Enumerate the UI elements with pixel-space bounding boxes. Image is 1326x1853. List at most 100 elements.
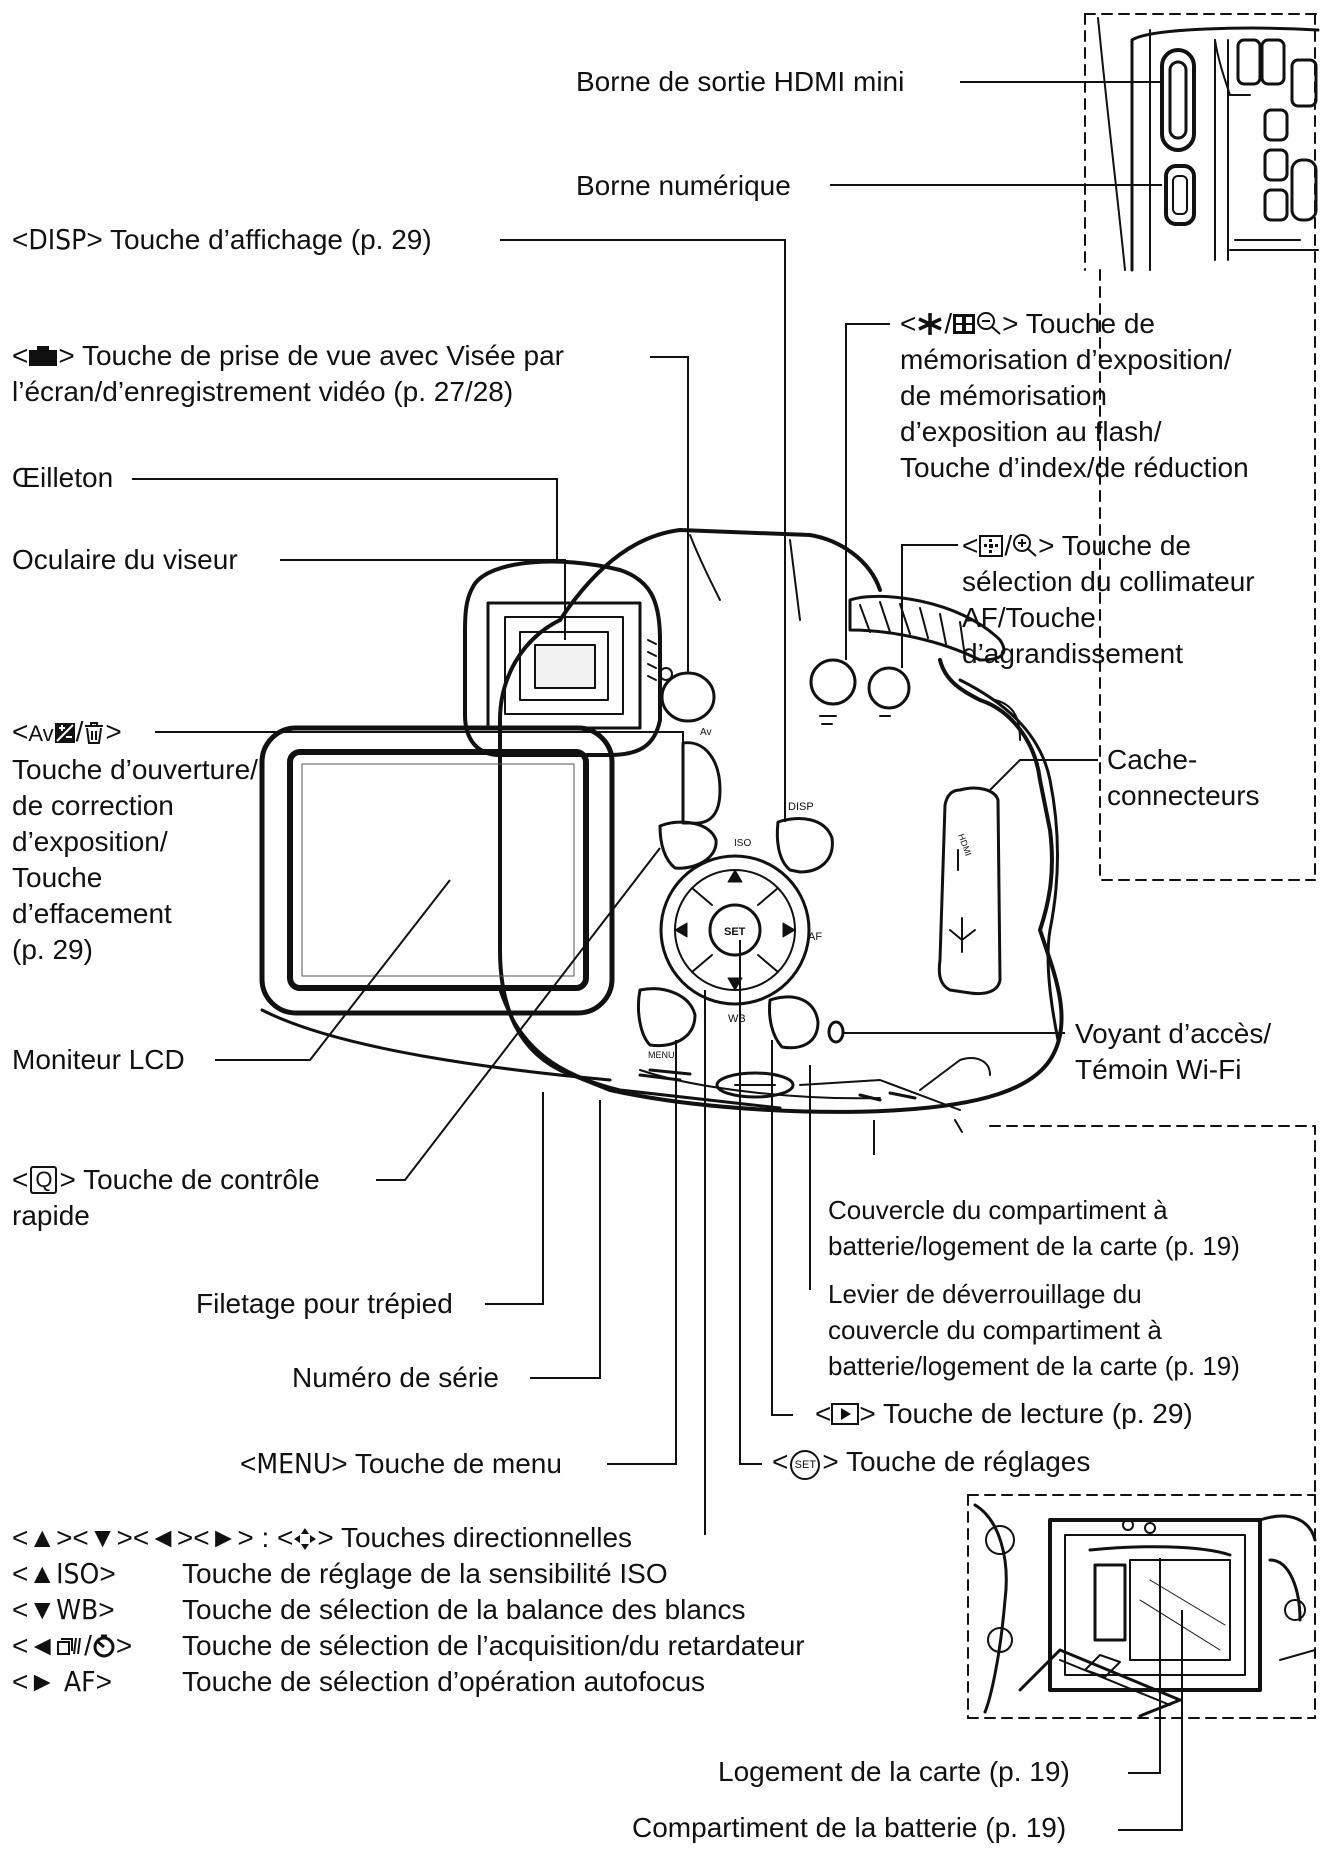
leader-batterycomp: [1118, 1610, 1183, 1831]
drive-icon: [56, 1628, 84, 1664]
label-quick-line1: Touche de contrôle: [83, 1164, 320, 1195]
label-quick-line2: rapide: [12, 1200, 90, 1231]
label-playback: <> Touche de lecture (p. 29): [815, 1396, 1193, 1432]
leader-set: [739, 940, 762, 1465]
marking-disp: DISP: [788, 801, 814, 813]
label-menu-text: Touche de menu: [354, 1448, 562, 1479]
label-serial-text: Numéro de série: [292, 1362, 499, 1393]
menu-symbol: MENU: [256, 1447, 332, 1480]
label-batterycover-line1: Couvercle du compartiment à: [828, 1195, 1168, 1225]
av-symbol: Av: [28, 721, 54, 746]
cross-key-af-text: Touche de sélection d’opération autofocu…: [182, 1666, 706, 1697]
label-ae-lock: </> Touche de mémorisation d’exposition/…: [900, 306, 1249, 486]
self-timer-icon: [92, 1628, 116, 1664]
label-disp: <DISP> Touche d’affichage (p. 29): [12, 223, 432, 256]
label-liveview-line1: Touche de prise de vue avec Visée par: [81, 340, 564, 371]
label-terminal-cover: Cache- connecteurs: [1107, 742, 1260, 814]
label-aperture-line6: (p. 29): [12, 934, 93, 965]
cross-key-iso: ISO: [56, 1557, 100, 1590]
label-batterycover-line2: batterie/logement de la carte (p. 19): [828, 1231, 1240, 1261]
label-afpoint-line2: sélection du collimateur: [962, 566, 1255, 597]
leader-disp: [500, 239, 786, 822]
label-afpoint-line3: AF/Touche: [962, 602, 1096, 633]
camera-body: [259, 528, 1064, 1133]
cross-key-row-iso: <▲ISO>Touche de réglage de la sensibilit…: [12, 1557, 668, 1590]
leader-aperture: [155, 731, 684, 750]
label-aperture-line4: Touche: [12, 862, 103, 893]
asterisk-icon: [916, 306, 944, 342]
cross-keys-icon: [293, 1520, 317, 1556]
disp-symbol: DISP: [28, 223, 87, 256]
label-serial: Numéro de série: [292, 1360, 499, 1396]
hdmi-inset: [1084, 13, 1320, 881]
label-playback-text: Touche de lecture (p. 29): [882, 1398, 1193, 1429]
label-af-point: </> Touche de sélection du collimateur A…: [962, 528, 1255, 672]
marking-af: AF: [808, 931, 822, 943]
label-battery-cover: Couvercle du compartiment à batterie/log…: [828, 1192, 1240, 1264]
label-aperture-line2: de correction: [12, 790, 174, 821]
cross-key-row-drive: <◄/>Touche de sélection de l’acquisition…: [12, 1628, 805, 1664]
label-release-lever: Levier de déverrouillage du couvercle du…: [828, 1276, 1240, 1384]
label-set: <SET> Touche de réglages: [772, 1444, 1090, 1480]
label-digital: Borne numérique: [576, 168, 791, 204]
label-aelock-line5: Touche d’index/de réduction: [900, 452, 1249, 483]
label-eyepiece: Oculaire du viseur: [12, 542, 238, 578]
leader-aelock: [845, 323, 890, 660]
trash-icon: [83, 714, 105, 750]
label-quick-control: <Q> Touche de contrôle rapide: [12, 1162, 320, 1234]
label-disp-text: Touche d’affichage (p. 29): [110, 224, 432, 255]
marking-set: SET: [724, 926, 746, 938]
label-aperture-line1: Touche d’ouverture/: [12, 754, 258, 785]
set-symbol: SET: [790, 1450, 821, 1480]
label-afpoint-line1: Touche de: [1061, 530, 1191, 561]
cross-keys-header: <▲><▼><◄><►> : <> Touches directionnelle…: [12, 1520, 805, 1556]
label-release-line1: Levier de déverrouillage du: [828, 1279, 1142, 1309]
label-aelock-line2: mémorisation d’exposition/: [900, 344, 1232, 375]
cross-key-drive-text: Touche de sélection de l’acquisition/du …: [182, 1630, 805, 1661]
marking-menu: MENU: [648, 1050, 675, 1060]
label-eyepiece-text: Oculaire du viseur: [12, 544, 238, 575]
label-cross-keys: <▲><▼><◄><►> : <> Touches directionnelle…: [12, 1520, 805, 1700]
label-cardslot-text: Logement de la carte (p. 19): [718, 1756, 1070, 1787]
label-batterycomp-text: Compartiment de la batterie (p. 19): [632, 1812, 1067, 1843]
label-terminal-line1: Cache-: [1107, 744, 1198, 775]
label-aperture-line3: d’exposition/: [12, 826, 168, 857]
cross-key-iso-text: Touche de réglage de la sensibilité ISO: [182, 1558, 668, 1589]
label-aelock-line4: d’exposition au flash/: [900, 416, 1162, 447]
label-liveview-line2: l’écran/d’enregistrement vidéo (p. 27/28…: [12, 376, 514, 407]
label-tripod: Filetage pour trépied: [196, 1286, 453, 1322]
label-aperture: <Av/> Touche d’ouverture/ de correction …: [12, 714, 258, 968]
leader-tripod: [485, 1092, 544, 1305]
leader-cardslot: [1128, 1558, 1161, 1774]
label-digital-text: Borne numérique: [576, 170, 791, 201]
label-set-text: Touche de réglages: [845, 1446, 1091, 1477]
label-battery-compartment: Compartiment de la batterie (p. 19): [632, 1810, 1066, 1846]
label-access-line2: Témoin Wi-Fi: [1075, 1054, 1242, 1085]
marking-av: Av: [700, 727, 712, 738]
label-liveview: <> Touche de prise de vue avec Visée par…: [12, 338, 564, 410]
label-tripod-text: Filetage pour trépied: [196, 1288, 453, 1319]
cross-key-wb-text: Touche de sélection de la balance des bl…: [182, 1594, 746, 1625]
label-access-lamp: Voyant d’accès/ Témoin Wi-Fi: [1075, 1016, 1271, 1088]
label-aperture-line5: d’effacement: [12, 898, 172, 929]
zoom-in-icon: [1012, 528, 1038, 564]
leader-liveview: [650, 356, 689, 673]
leader-menu: [607, 1040, 677, 1465]
cross-key-row-wb: <▼WB>Touche de sélection de la balance d…: [12, 1593, 746, 1626]
leader-serial: [530, 1100, 601, 1379]
label-lcd: Moniteur LCD: [12, 1042, 185, 1078]
label-release-line3: batterie/logement de la carte (p. 19): [828, 1351, 1240, 1381]
label-hdmi: Borne de sortie HDMI mini: [576, 64, 904, 100]
zoom-out-icon: [976, 306, 1002, 342]
leader-playback: [771, 1040, 793, 1416]
label-terminal-line2: connecteurs: [1107, 780, 1260, 811]
label-access-line1: Voyant d’accès/: [1075, 1018, 1272, 1049]
cross-key-wb: WB: [56, 1593, 99, 1626]
leader-afpoint: [901, 544, 958, 668]
label-aelock-line1: Touche de: [1025, 308, 1155, 339]
leader-lcd: [215, 879, 451, 1061]
index-icon: [952, 306, 976, 342]
cross-keys-header-text: Touches directionnelles: [340, 1522, 633, 1553]
